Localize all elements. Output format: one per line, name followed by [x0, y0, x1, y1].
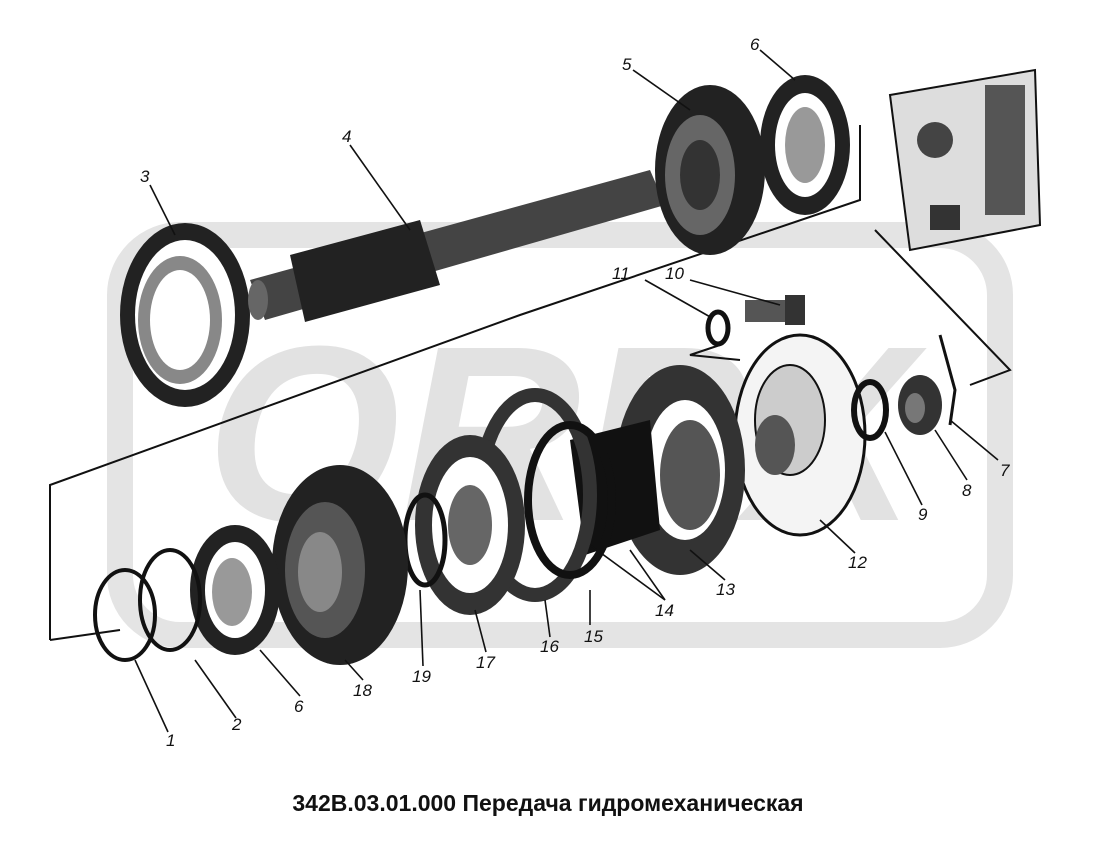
- callout-15: 15: [584, 627, 603, 646]
- part-6-bearing-bottom: [190, 525, 280, 655]
- part-11-washer: [705, 309, 731, 347]
- callout-1: 1: [166, 731, 175, 750]
- callout-6-bottom: 6: [294, 697, 304, 716]
- callout-7: 7: [1000, 461, 1010, 480]
- callout-3: 3: [140, 167, 150, 186]
- part-9-washer: [851, 379, 889, 441]
- callout-19: 19: [412, 667, 431, 686]
- callout-13: 13: [716, 580, 735, 599]
- part-3-ring-gear: [120, 223, 250, 407]
- part-4-shaft: [248, 170, 665, 322]
- callout-18: 18: [353, 681, 372, 700]
- callout-16: 16: [540, 637, 559, 656]
- callout-9: 9: [918, 505, 928, 524]
- part-17-piston: [415, 435, 525, 615]
- callout-14: 14: [655, 601, 674, 620]
- diagram-caption: 342В.03.01.000 Передача гидромеханическа…: [292, 790, 804, 816]
- part-18-gear: [272, 465, 408, 665]
- part-2-circlip: [138, 548, 202, 652]
- callout-12: 12: [848, 553, 867, 572]
- callout-10: 10: [665, 264, 684, 283]
- part-10-bolt: [745, 295, 805, 325]
- callout-labels: 1 2 3 4 5 6 6 7 8 9 10 11 12 13 14 15 16…: [140, 35, 1010, 750]
- callout-4: 4: [342, 127, 351, 146]
- callout-8: 8: [962, 481, 972, 500]
- assembly-guide-lines: [49, 125, 1012, 641]
- part-5-double-gear: [655, 85, 765, 255]
- part-16-friction-disc: [524, 421, 616, 579]
- callout-11: 11: [612, 264, 630, 283]
- part-8-castle-nut: [898, 375, 942, 435]
- part-6-bearing-top: [760, 75, 850, 215]
- callout-5: 5: [622, 55, 632, 74]
- gearbox-housing: [888, 68, 1042, 252]
- part-7-cotter-pin: [938, 334, 957, 426]
- part-1-snap-ring: [93, 568, 157, 662]
- callout-2: 2: [231, 715, 242, 734]
- callout-6-top: 6: [750, 35, 760, 54]
- part-13-clutch-housing: [615, 365, 745, 575]
- callout-17: 17: [476, 653, 495, 672]
- callout-leaders: [134, 49, 999, 733]
- part-12-flange: [733, 333, 867, 537]
